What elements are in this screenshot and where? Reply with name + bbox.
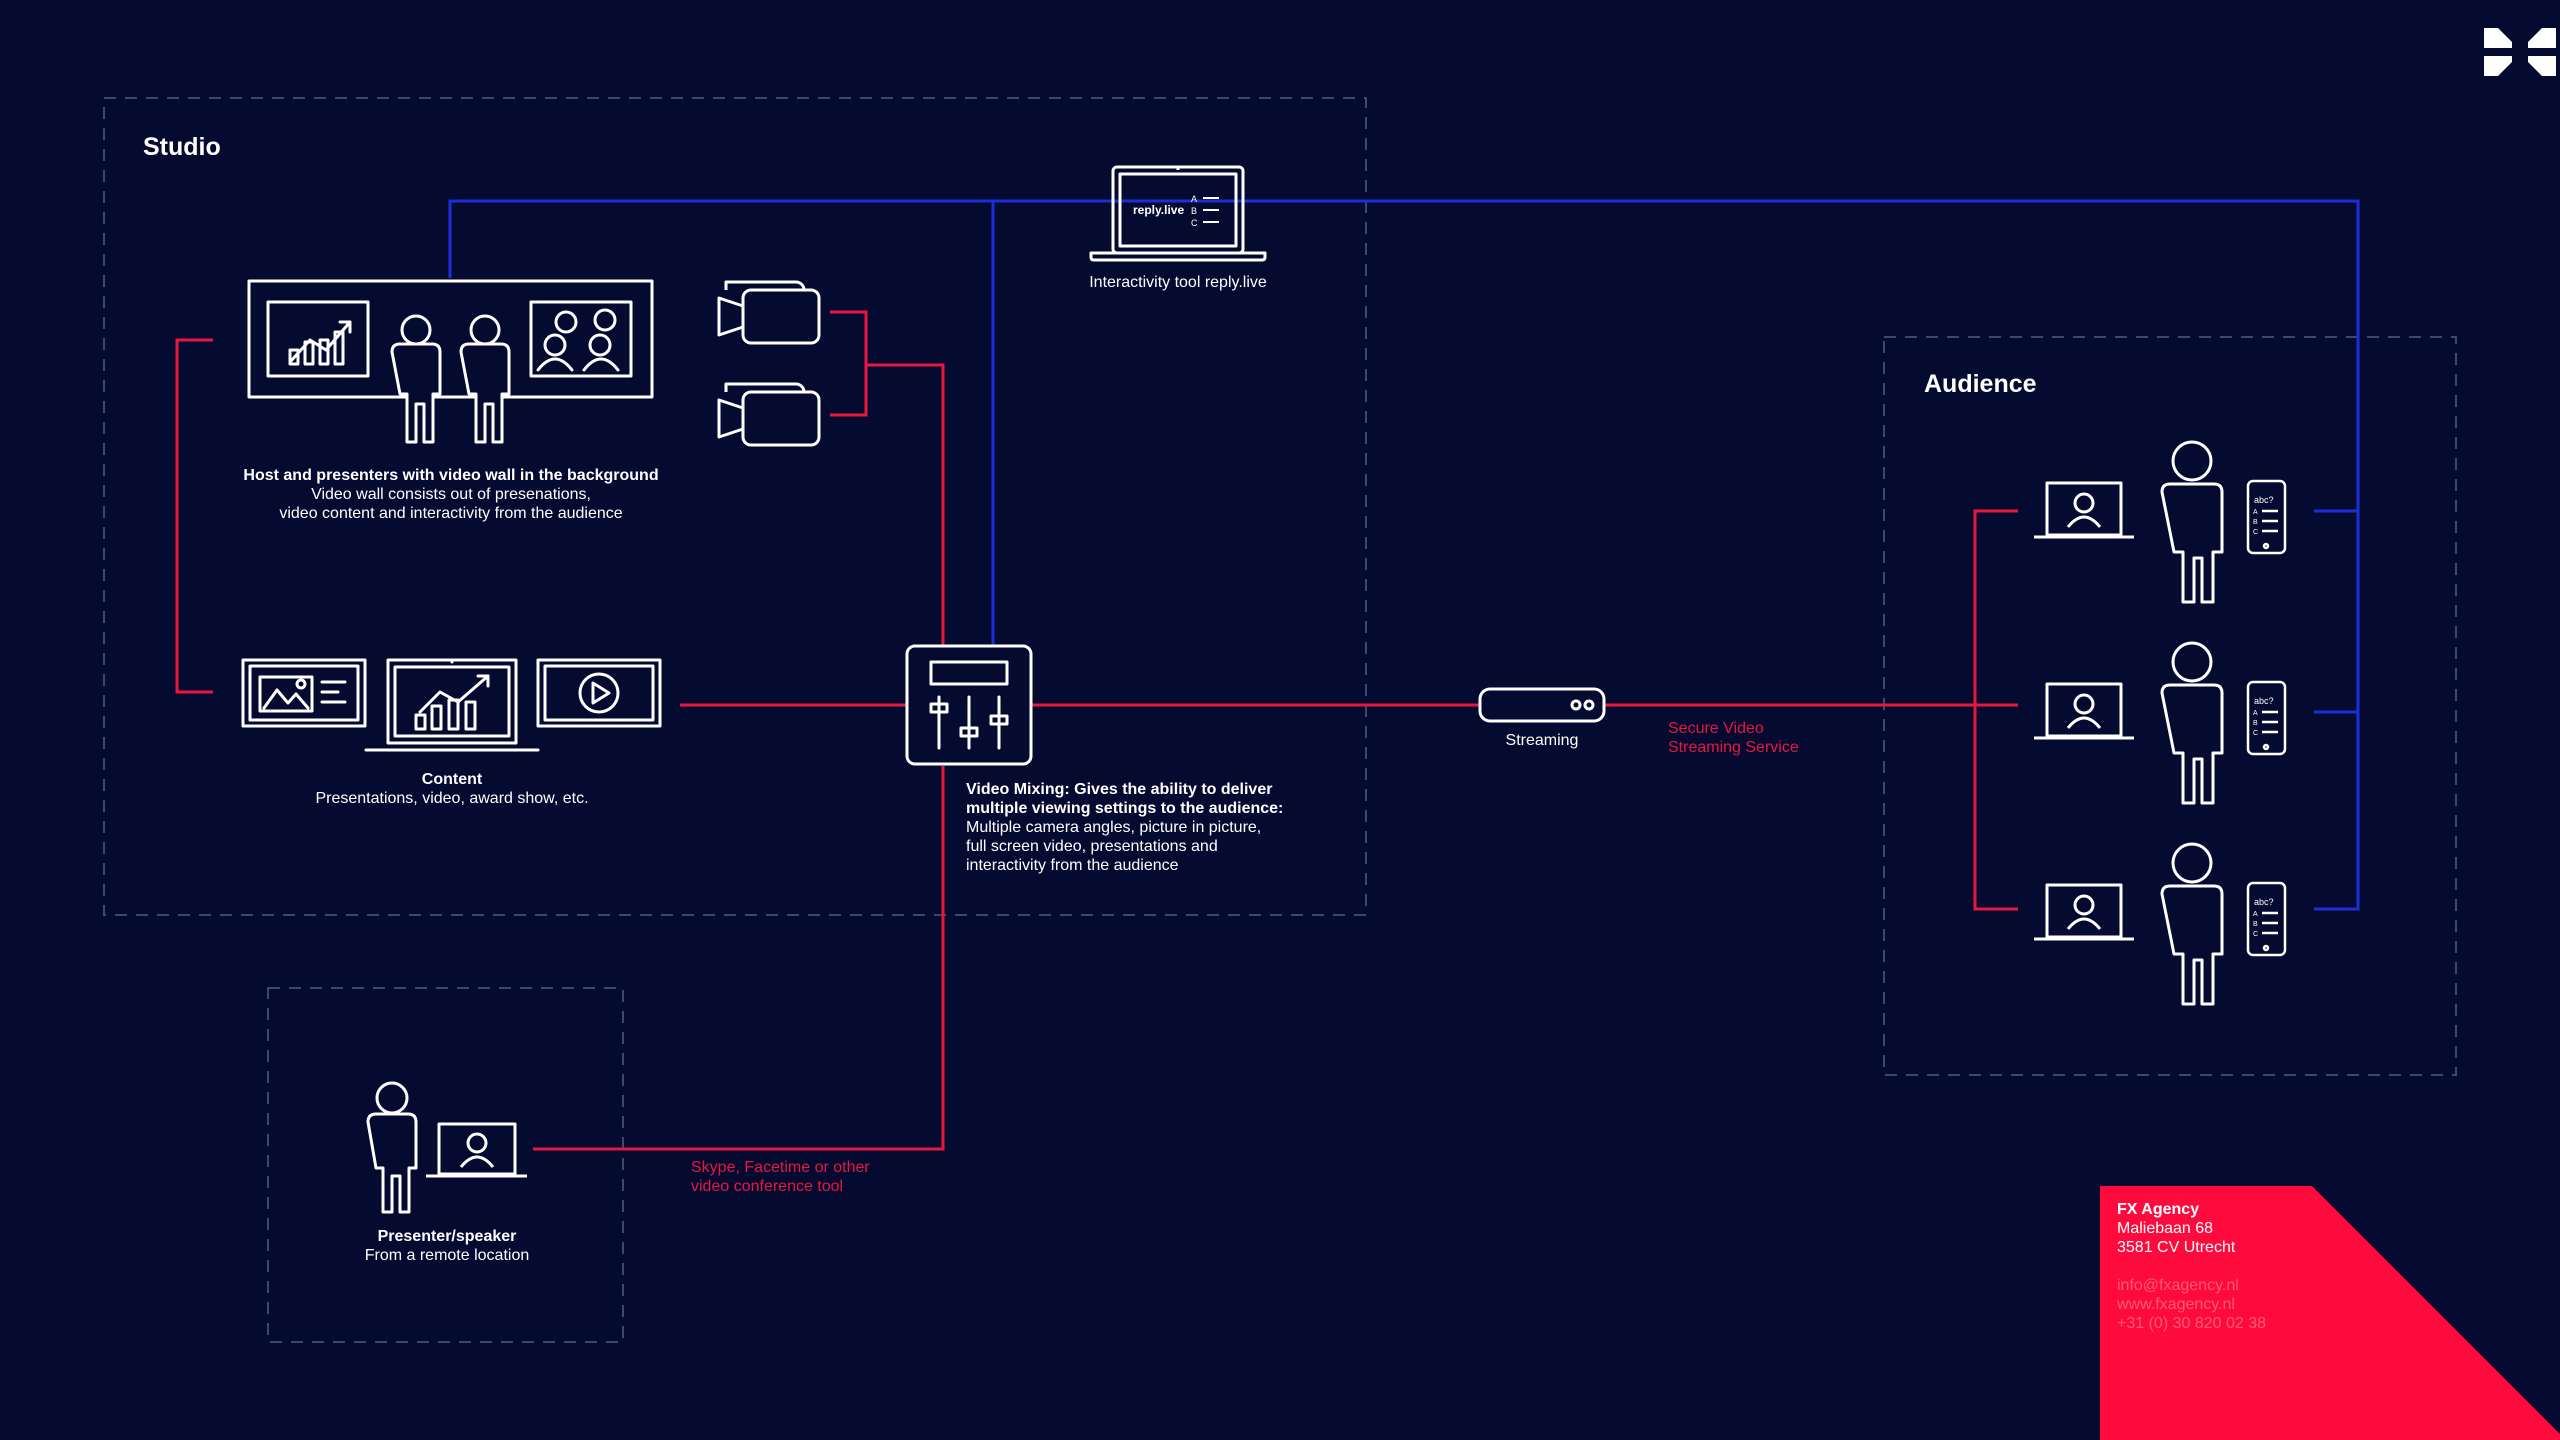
video-wall-icon — [247, 279, 654, 399]
remote-caption: Presenter/speaker From a remote location — [297, 1227, 597, 1265]
phone-option-3c: C — [2253, 931, 2258, 938]
content-caption-line1: Presentations, video, award show, etc. — [315, 790, 589, 807]
agency-phone: +31 (0) 30 820 02 38 — [2117, 1315, 2267, 1332]
remote-link-line1: Skype, Facetime or other — [691, 1159, 870, 1176]
phone-option-3a: A — [2253, 911, 2258, 918]
presenters-caption-title: Host and presenters with video wall in t… — [243, 467, 659, 484]
phone-texts: abc? A B C abc? A B C abc? A B C — [2253, 495, 2274, 938]
phone-option-1c: C — [2253, 529, 2258, 536]
remote-caption-line1: From a remote location — [364, 1247, 530, 1264]
presenter-person-icon — [390, 314, 511, 444]
remote-caption-title: Presenter/speaker — [377, 1228, 517, 1245]
mixer-caption-title2: multiple viewing settings to the audienc… — [966, 800, 1284, 817]
streaming-device-icon — [1478, 687, 1606, 723]
mixer-caption-line1: Multiple camera angles, picture in pictu… — [966, 819, 1262, 836]
phone-option-1b: B — [2253, 519, 2258, 526]
agency-name: FX Agency — [2117, 1201, 2200, 1218]
remote-link-line2: video conference tool — [691, 1178, 844, 1195]
audience-laptop-icon — [2034, 481, 2134, 941]
presenters-caption-line1: Video wall consists out of presenations, — [311, 486, 591, 503]
content-devices-icon — [241, 658, 662, 752]
content-caption-title: Content — [421, 771, 483, 788]
phone-question-2: abc? — [2254, 696, 2274, 706]
interactivity-caption: Interactivity tool reply.live — [1089, 274, 1267, 291]
mixer-caption: Video Mixing: Gives the ability to deliv… — [966, 780, 1283, 875]
camera-icon — [717, 280, 821, 447]
streaming-label: Streaming — [1505, 732, 1579, 749]
audience-phone-icon — [2246, 479, 2287, 957]
phone-option-2b: B — [2253, 720, 2258, 727]
streaming-service-line2: Streaming Service — [1668, 739, 1799, 756]
mixer-caption-line3: interactivity from the audience — [966, 857, 1179, 874]
agency-block — [2100, 1186, 2560, 1440]
audience-person-icon — [2160, 440, 2224, 1006]
presenters-caption: Host and presenters with video wall in t… — [151, 466, 751, 523]
remote-laptop-icon — [426, 1122, 527, 1178]
audience-title: Audience — [1924, 370, 2037, 398]
phone-option-2c: C — [2253, 730, 2258, 737]
mixer-caption-line2: full screen video, presentations and — [966, 838, 1218, 855]
studio-box — [103, 97, 1367, 916]
agency-email[interactable]: info@fxagency.nl — [2117, 1277, 2239, 1294]
studio-title: Studio — [143, 133, 221, 161]
phone-question-1: abc? — [2254, 495, 2274, 505]
presenters-caption-line2: video content and interactivity from the… — [279, 505, 623, 522]
agency-address2: 3581 CV Utrecht — [2117, 1239, 2236, 1256]
mixer-caption-title1: Video Mixing: Gives the ability to deliv… — [966, 781, 1273, 798]
interactivity-lines — [448, 199, 2360, 911]
reply-option-c: C — [1191, 218, 1198, 228]
logo-icon — [2484, 28, 2556, 76]
video-lines — [175, 310, 2018, 1151]
agency-info: FX Agency Maliebaan 68 3581 CV Utrecht i… — [2117, 1200, 2266, 1333]
remote-box — [267, 987, 624, 1343]
phone-option-2a: A — [2253, 710, 2258, 717]
agency-address1: Maliebaan 68 — [2117, 1220, 2214, 1237]
phone-option-3b: B — [2253, 921, 2258, 928]
agency-web[interactable]: www.fxagency.nl — [2117, 1296, 2235, 1313]
remote-link-label: Skype, Facetime or other video conferenc… — [691, 1158, 870, 1196]
remote-presenter-icon — [366, 1081, 418, 1214]
content-caption: Content Presentations, video, award show… — [252, 770, 652, 808]
agency-contact: info@fxagency.nl www.fxagency.nl +31 (0)… — [2117, 1276, 2266, 1333]
reply-option-a: A — [1191, 194, 1197, 204]
phone-question-3: abc? — [2254, 897, 2274, 907]
phone-option-1a: A — [2253, 509, 2258, 516]
streaming-service-line1: Secure Video — [1668, 720, 1764, 737]
reply-option-b: B — [1191, 206, 1197, 216]
video-mixer-icon — [905, 644, 1033, 766]
streaming-service-label: Secure Video Streaming Service — [1668, 719, 1799, 757]
laptop-icon — [1089, 165, 1267, 262]
reply-live-screen-text: reply.live — [1133, 203, 1184, 217]
